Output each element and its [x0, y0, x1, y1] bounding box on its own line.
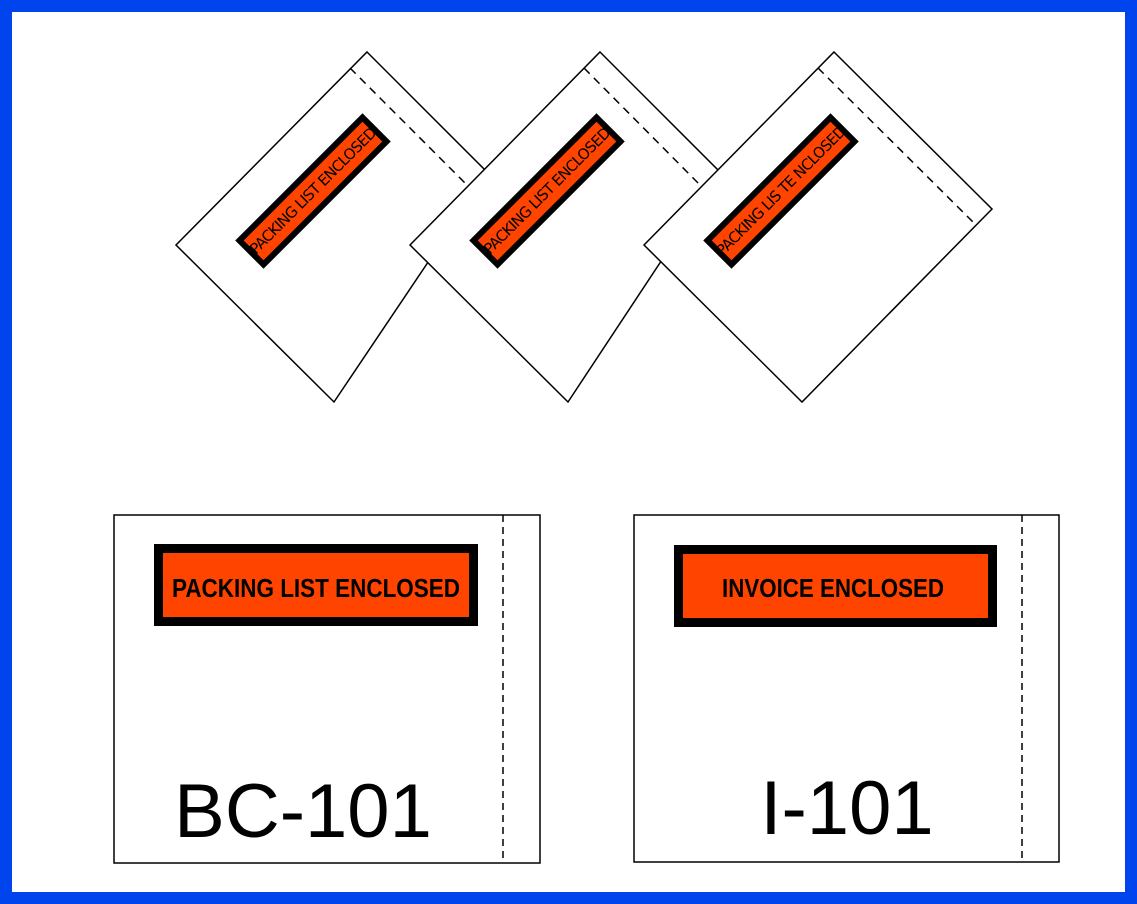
- label-fill: [243, 121, 383, 261]
- product-card-i-101: INVOICE ENCLOSED I-101: [633, 514, 1060, 863]
- envelope-outline: [174, 50, 489, 404]
- envelope-outline: [642, 50, 994, 404]
- product-code: BC-101: [174, 769, 432, 854]
- label-fill: [683, 554, 988, 618]
- perforation-line: [817, 67, 976, 225]
- label-fill: [163, 553, 469, 617]
- perforation-line: [349, 67, 471, 189]
- rotated-envelope-1: PACKING LIST ENCLOSED: [174, 50, 489, 404]
- label-fill: [477, 121, 617, 261]
- label-text: PACKING LIST ENCLOSED: [172, 573, 460, 603]
- label-fill: [711, 121, 851, 261]
- rotated-envelope-3: PACKING LIS TE NCLOSED: [642, 50, 994, 404]
- product-card-bc-101: PACKING LIST ENCLOSED BC-101: [113, 514, 541, 864]
- envelope-outline: [408, 50, 721, 404]
- product-code: I-101: [760, 766, 933, 851]
- label-text: INVOICE ENCLOSED: [722, 573, 944, 603]
